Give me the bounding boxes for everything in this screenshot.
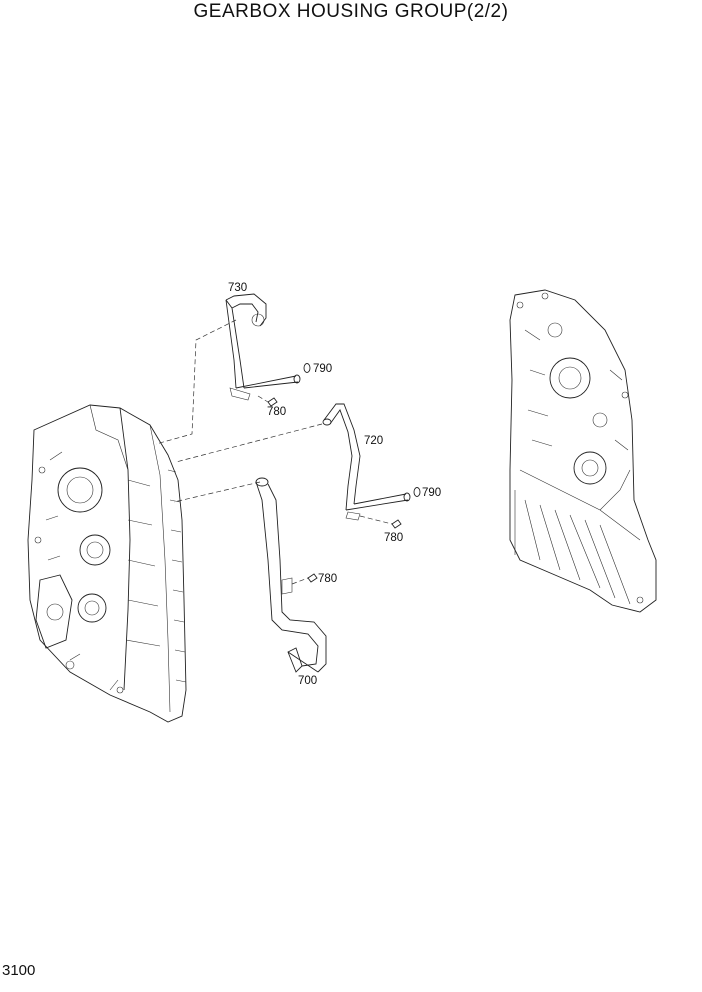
- bolt-780-lower[interactable]: [291, 573, 318, 585]
- pipe-730[interactable]: [225, 293, 301, 401]
- bolt-780-middle[interactable]: [359, 515, 402, 529]
- gearbox-housing-rear[interactable]: [509, 289, 657, 613]
- o-ring-790-upper[interactable]: [303, 363, 311, 373]
- pipe-720[interactable]: [322, 403, 411, 521]
- diagram-title: GEARBOX HOUSING GROUP(2/2): [193, 1, 509, 22]
- part-label-780-middle: 780: [384, 532, 403, 544]
- part-label-730: 730: [228, 282, 247, 294]
- gearbox-housing-front[interactable]: [27, 404, 187, 723]
- part-label-780-upper: 780: [267, 406, 286, 418]
- bolt-780-upper[interactable]: [257, 395, 278, 407]
- part-label-790-middle: 790: [422, 487, 441, 499]
- o-ring-790-middle[interactable]: [413, 487, 421, 497]
- part-label-720: 720: [364, 435, 383, 447]
- page-number: 3100: [2, 962, 36, 979]
- part-label-790-upper: 790: [313, 363, 332, 375]
- pipe-700[interactable]: [255, 477, 327, 673]
- part-label-780-lower: 780: [318, 573, 337, 585]
- assembly-leader-lines: [155, 319, 323, 503]
- part-label-700: 700: [298, 675, 317, 687]
